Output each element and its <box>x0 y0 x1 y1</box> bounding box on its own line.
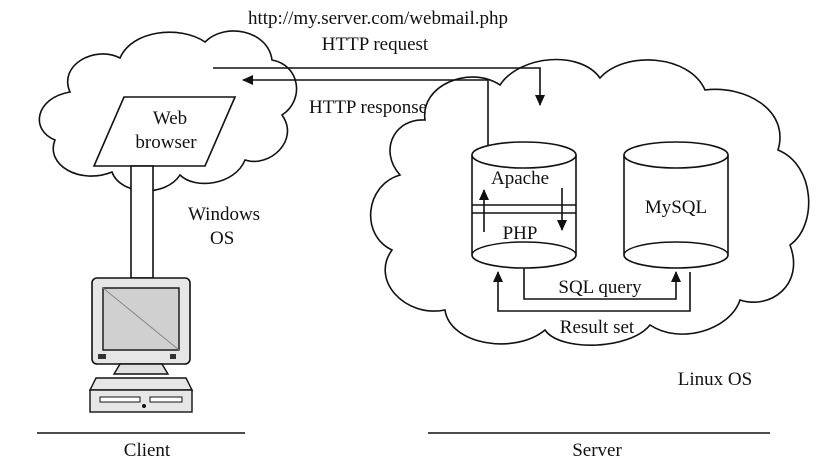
mysql-label: MySQL <box>645 197 707 218</box>
server-cloud <box>369 58 810 346</box>
apache-label: Apache <box>491 168 549 189</box>
linux-os-label: Linux OS <box>678 369 752 390</box>
server-caption: Server <box>572 440 622 461</box>
request-label: HTTP request <box>322 34 429 55</box>
request-url-label: http://my.server.com/webmail.php <box>248 8 508 29</box>
web-browser-box <box>92 96 237 167</box>
browser-label-line1: Web <box>153 108 187 129</box>
result-set-label: Result set <box>560 317 635 338</box>
response-label: HTTP response <box>309 97 427 118</box>
mysql-cylinder <box>623 141 729 269</box>
http-response-arrow <box>242 75 489 148</box>
http-request-arrow <box>213 67 545 106</box>
client-connector <box>130 165 154 279</box>
apache-php-cylinder <box>471 141 577 269</box>
windows-os-label-line1: Windows <box>188 204 260 225</box>
client-caption: Client <box>124 440 171 461</box>
browser-label-line2: browser <box>135 132 197 153</box>
sql-query-arrow <box>523 268 681 300</box>
php-label: PHP <box>503 223 538 244</box>
sql-query-label: SQL query <box>558 277 642 298</box>
client-computer-icon <box>88 277 194 413</box>
result-set-arrow <box>493 271 691 312</box>
windows-os-label-line2: OS <box>210 228 234 249</box>
